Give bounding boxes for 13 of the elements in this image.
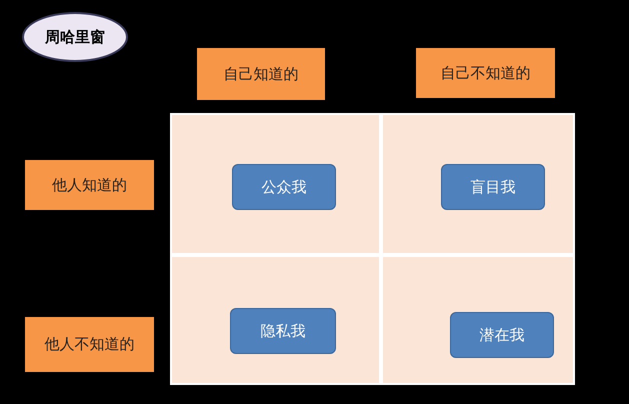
- header-label: 自己不知道的: [416, 48, 555, 98]
- self-box: 盲目我: [441, 164, 545, 210]
- quadrant-panel: [170, 255, 381, 385]
- self-box: 隐私我: [230, 308, 336, 354]
- header-label: 他人不知道的: [25, 317, 154, 372]
- self-box: 公众我: [232, 164, 336, 210]
- quadrant-panel: [381, 113, 575, 255]
- header-label: 他人知道的: [25, 160, 154, 210]
- header-label: 自己知道的: [197, 48, 325, 100]
- quadrant-panel: [381, 255, 575, 385]
- quadrant-panel: [170, 113, 381, 255]
- title-ellipse: 周哈里窗: [22, 12, 128, 62]
- self-box: 潜在我: [450, 312, 554, 358]
